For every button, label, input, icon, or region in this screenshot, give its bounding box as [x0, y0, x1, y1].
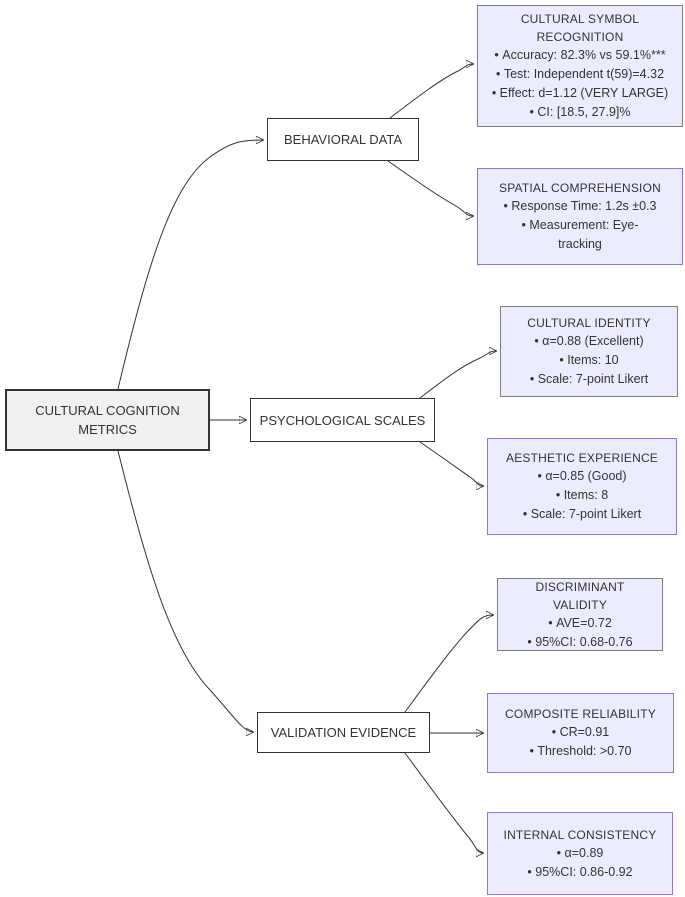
leaf-title: CULTURAL SYMBOL RECOGNITION: [520, 12, 640, 44]
node-discriminant-validity: DISCRIMINANT VALIDITY AVE=0.72 95%CI: 0.…: [497, 578, 663, 651]
edge-validation-to-discriminant-validity: [404, 615, 493, 713]
leaf-bullet: α=0.85 (Good): [537, 467, 626, 486]
node-cultural-symbol-recognition: CULTURAL SYMBOL RECOGNITION Accuracy: 82…: [477, 5, 683, 127]
node-validation-evidence: VALIDATION EVIDENCE: [257, 712, 430, 753]
leaf-bullet: 95%CI: 0.86-0.92: [527, 863, 632, 882]
leaf-bullet: α=0.88 (Excellent): [534, 332, 643, 351]
leaf-title: INTERNAL CONSISTENCY: [503, 827, 657, 842]
node-spatial-comprehension: SPATIAL COMPREHENSION Response Time: 1.2…: [477, 168, 683, 265]
leaf-title: AESTHETIC EXPERIENCE: [505, 451, 659, 465]
node-cultural-identity: CULTURAL IDENTITY α=0.88 (Excellent) Ite…: [500, 306, 678, 397]
leaf-bullet: CI: [18.5, 27.9]%: [530, 103, 630, 122]
node-label: PSYCHOLOGICAL SCALES: [259, 412, 426, 428]
leaf-bullet: Test: Independent t(59)=4.32: [496, 65, 664, 84]
node-label: VALIDATION EVIDENCE: [270, 725, 417, 740]
edge-psychological-to-cultural-identity: [419, 351, 496, 399]
leaf-bullet: α=0.89: [557, 844, 604, 863]
leaf-bullet: CR=0.91: [552, 723, 610, 742]
node-label: CULTURAL COGNITION METRICS: [35, 403, 180, 437]
leaf-title: CULTURAL IDENTITY: [527, 316, 651, 330]
leaf-bullet: Measurement: Eye-tracking: [505, 216, 655, 254]
leaf-bullet: Effect: d=1.12 (VERY LARGE): [492, 84, 669, 103]
edge-validation-to-internal-consistency: [404, 752, 483, 853]
leaf-title: DISCRIMINANT VALIDITY: [535, 579, 625, 612]
node-aesthetic-experience: AESTHETIC EXPERIENCE α=0.85 (Good) Items…: [487, 438, 677, 535]
leaf-title: COMPOSITE RELIABILITY: [505, 707, 656, 721]
leaf-bullet: Scale: 7-point Likert: [523, 505, 641, 524]
edge-behavioral-to-spatial-comprehension: [387, 160, 473, 216]
leaf-bullet: Items: 10: [559, 351, 618, 370]
edge-behavioral-to-cultural-symbol-recognition: [389, 64, 473, 119]
leaf-bullet: Items: 8: [556, 486, 608, 505]
leaf-bullet: Threshold: >0.70: [529, 742, 631, 761]
leaf-bullet: Accuracy: 82.3% vs 59.1%***: [494, 46, 665, 65]
node-internal-consistency: INTERNAL CONSISTENCY α=0.89 95%CI: 0.86-…: [487, 812, 673, 895]
leaf-bullet: Scale: 7-point Likert: [530, 370, 648, 389]
node-cultural-cognition-metrics: CULTURAL COGNITION METRICS: [5, 389, 210, 451]
edge-psychological-to-aesthetic-experience: [419, 441, 483, 486]
node-behavioral-data: BEHAVIORAL DATA: [267, 118, 419, 161]
node-psychological-scales: PSYCHOLOGICAL SCALES: [250, 398, 435, 442]
leaf-title: SPATIAL COMPREHENSION: [498, 181, 661, 195]
leaf-bullet: 95%CI: 0.68-0.76: [527, 633, 632, 652]
node-composite-reliability: COMPOSITE RELIABILITY CR=0.91 Threshold:…: [487, 693, 674, 773]
edge-root-to-validation-evidence: [117, 450, 253, 732]
edge-root-to-behavioral-data: [117, 140, 263, 390]
node-label: BEHAVIORAL DATA: [284, 132, 402, 147]
leaf-bullet: Response Time: 1.2s ±0.3: [504, 197, 656, 216]
leaf-bullet: AVE=0.72: [548, 614, 612, 633]
